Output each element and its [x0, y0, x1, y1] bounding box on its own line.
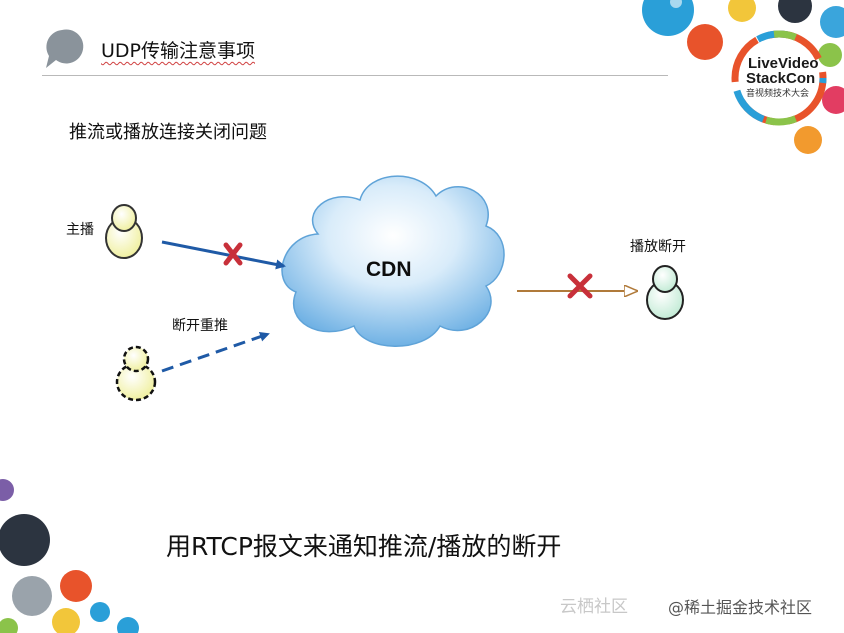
player-label: 播放断开 — [630, 239, 686, 255]
publisher-person-icon — [105, 204, 143, 259]
slide-subtitle: 推流或播放连接关闭问题 — [69, 122, 267, 143]
slide-footer-text: 用RTCP报文来通知推流/播放的断开 — [166, 532, 562, 561]
decorative-bubbles-bottom — [0, 479, 139, 633]
reconnect-arrow — [161, 331, 270, 373]
credit-watermark: @稀土掘金技术社区 — [668, 598, 813, 617]
reconnect-person-icon — [115, 345, 157, 402]
title-divider — [42, 75, 668, 76]
logo-text-livevideo: LiveVideo — [748, 55, 819, 72]
play-broken-cross-icon — [567, 273, 593, 299]
faded-watermark: 云栖社区 — [560, 597, 628, 617]
livevideo-stackcon-logo — [731, 30, 827, 126]
logo-text-conference: 音视频技术大会 — [746, 89, 810, 99]
decorative-bubbles-top — [642, 0, 844, 154]
publish-arrow — [161, 240, 286, 270]
title-bullet-icon — [46, 29, 84, 68]
slide-title: UDP传输注意事项 — [101, 40, 255, 62]
reconnect-label: 断开重推 — [172, 318, 228, 334]
player-person-icon — [646, 265, 684, 320]
cdn-cloud — [281, 175, 505, 347]
publisher-label: 主播 — [66, 222, 94, 238]
logo-text-stackcon: StackCon — [746, 70, 816, 87]
publish-broken-cross-icon — [223, 242, 243, 266]
cdn-label: CDN — [366, 258, 412, 281]
